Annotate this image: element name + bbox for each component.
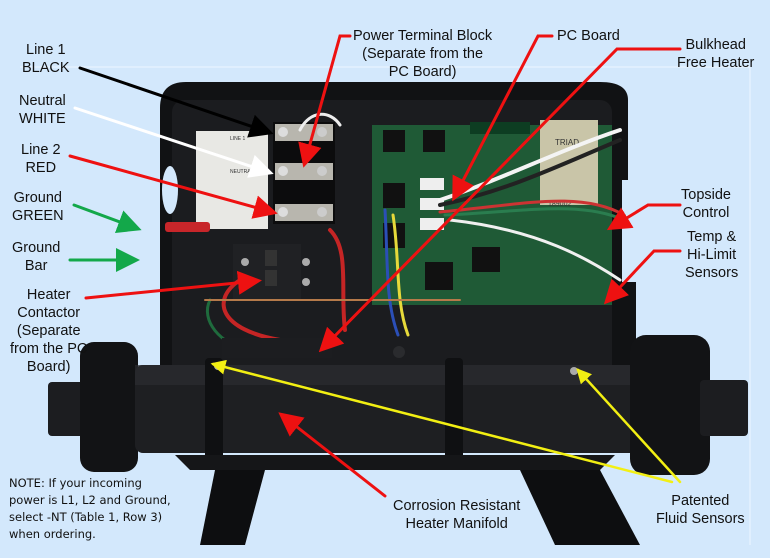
arrow-neutral <box>73 106 274 178</box>
label-ground-green-text-2: GREEN <box>12 208 64 224</box>
note-line-2: power is L1, L2 and Ground, <box>9 493 171 507</box>
label-corrosion-manifold-text-1: Corrosion Resistant <box>393 498 521 514</box>
power-terminal-block <box>273 122 335 224</box>
heater-contactor <box>233 244 310 299</box>
arrow-power-terminal-block <box>298 34 352 168</box>
mounting-foot-left <box>200 470 265 545</box>
enclosure: LINE 1 NEUTRAL <box>160 82 636 395</box>
heater-manifold <box>48 335 748 545</box>
arrow-topside-control <box>606 203 682 231</box>
arrow-pc-board <box>452 34 554 202</box>
terminal-neutral-text: NEUTRAL <box>230 169 254 175</box>
label-heater-contactor-text-5: Board) <box>26 359 71 375</box>
label-temp-sensors: Temp & Hi-Limit Sensors <box>685 228 738 282</box>
label-topside-control: Topside Control <box>681 186 731 222</box>
arrow-bulkhead-free-heater <box>318 47 682 353</box>
label-neutral-text-1: Neutral <box>19 93 66 109</box>
arrow-corrosion-manifold <box>278 412 387 498</box>
arrow-line1 <box>78 66 274 138</box>
label-bulkhead-text-1: Bulkhead <box>685 37 746 53</box>
arrow-fluid-sensor-right <box>576 368 682 484</box>
transformer-number-text: 189002 <box>548 201 571 208</box>
indicator-lamp <box>165 222 210 232</box>
label-heater-contactor-text-2: Contactor <box>17 305 81 321</box>
label-heater-contactor-text-3: (Separate <box>16 323 81 339</box>
note-line-1: NOTE: If your incoming <box>9 476 142 490</box>
label-ground-bar: Ground Bar <box>12 239 60 275</box>
label-ground-green: Ground GREEN <box>12 189 64 225</box>
ordering-note: NOTE: If your incoming power is L1, L2 a… <box>9 475 171 543</box>
note-line-4: when ordering. <box>9 527 96 541</box>
label-line1-text-1: Line 1 <box>26 42 66 58</box>
label-pc-board: PC Board <box>557 27 620 45</box>
sensor-terminal-strip <box>222 338 332 358</box>
wiring-label-sheet <box>196 131 268 229</box>
label-fluid-sensors-text-1: Patented <box>671 493 730 509</box>
label-power-terminal-block-text-3: PC Board) <box>388 64 457 80</box>
label-topside-control-text-1: Topside <box>681 187 731 203</box>
transformer-brand-text: TRIAD <box>555 138 579 147</box>
label-corrosion-manifold-text-2: Heater Manifold <box>405 516 508 532</box>
label-power-terminal-block-text-2: (Separate from the <box>362 46 484 62</box>
label-neutral-text-2: WHITE <box>19 111 66 127</box>
label-temp-sensors-text-2: Hi-Limit <box>687 247 737 263</box>
label-heater-contactor-text-4: from the PC <box>10 341 88 357</box>
label-temp-sensors-text-3: Sensors <box>685 265 739 281</box>
label-fluid-sensors: Patented Fluid Sensors <box>656 492 745 528</box>
terminal-line1-text: LINE 1 <box>230 136 246 142</box>
arrow-heater-contactor <box>84 270 262 300</box>
label-temp-sensors-text-1: Temp & <box>687 229 737 245</box>
label-line1: Line 1 BLACK <box>22 41 70 77</box>
label-corrosion-manifold: Corrosion Resistant Heater Manifold <box>393 497 520 533</box>
label-bulkhead-free-heater: Bulkhead Free Heater <box>677 36 754 72</box>
label-ground-bar-text-2: Bar <box>24 258 48 274</box>
mounting-foot-right <box>520 470 640 545</box>
label-neutral: Neutral WHITE <box>19 92 66 128</box>
mounting-hole <box>162 166 178 214</box>
label-heater-contactor-text-1: Heater <box>26 287 71 303</box>
label-line2: Line 2 RED <box>21 141 61 177</box>
arrow-temp-sensors <box>603 249 682 305</box>
label-topside-control-text-2: Control <box>682 205 730 221</box>
label-pc-board-text-1: PC Board <box>557 28 620 44</box>
label-ground-green-text-1: Ground <box>13 190 62 206</box>
label-heater-contactor: Heater Contactor (Separate from the PC B… <box>10 286 87 376</box>
arrow-line2 <box>68 154 278 219</box>
label-line1-text-2: BLACK <box>22 60 70 76</box>
pc-board: TRIAD 189002 <box>372 120 612 305</box>
label-line2-text-2: RED <box>25 160 57 176</box>
note-line-3: select -NT (Table 1, Row 3) <box>9 510 163 524</box>
label-ground-bar-text-1: Ground <box>12 240 61 256</box>
label-power-terminal-block-text-1: Power Terminal Block <box>353 28 493 44</box>
label-fluid-sensors-text-2: Fluid Sensors <box>656 511 745 527</box>
label-line2-text-1: Line 2 <box>21 142 61 158</box>
arrow-ground-green <box>72 203 142 233</box>
label-power-terminal-block: Power Terminal Block (Separate from the … <box>353 27 492 81</box>
label-bulkhead-text-2: Free Heater <box>677 55 755 71</box>
arrow-fluid-sensor-left <box>210 359 674 484</box>
